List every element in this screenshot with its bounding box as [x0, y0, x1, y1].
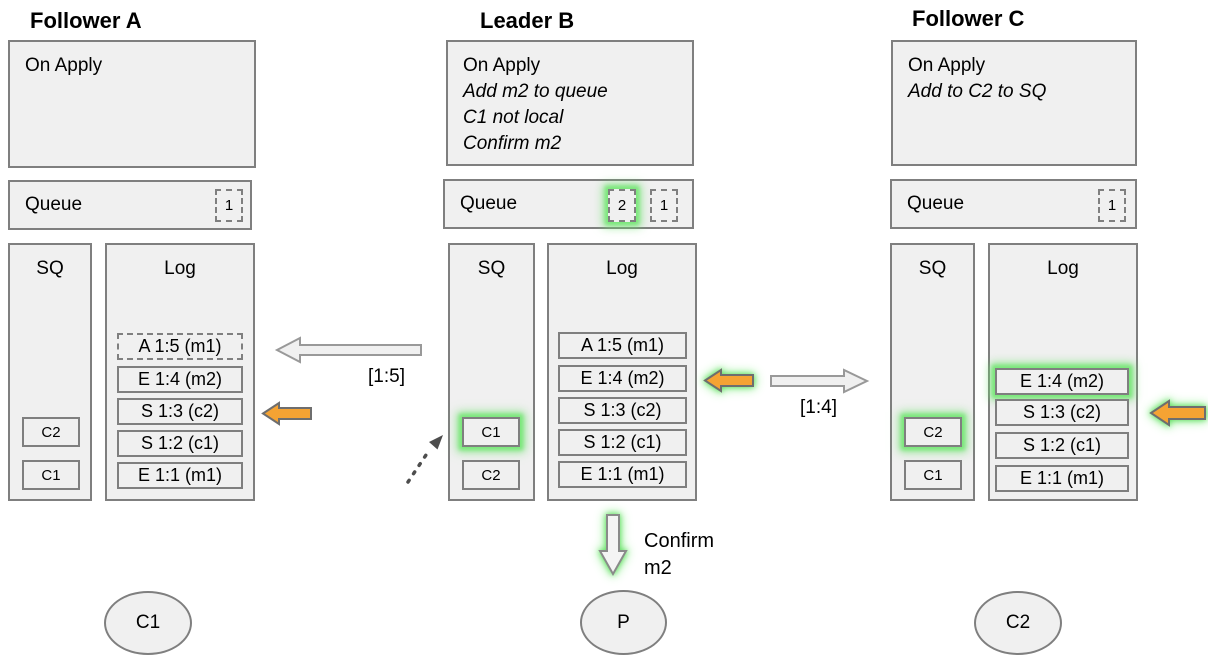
on-apply-note: Add m2 to queue: [463, 81, 608, 102]
log-entry: S 1:2 (c1): [995, 432, 1129, 459]
log-box-follower-a: Log A 1:5 (m1) E 1:4 (m2) S 1:3 (c2) S 1…: [105, 243, 255, 501]
on-apply-note: Confirm m2: [463, 133, 562, 154]
queue-slot-1: 1: [1098, 189, 1126, 222]
sq-box-leader-b: SQ C1 C2: [448, 243, 535, 501]
on-apply-box-follower-c: On Apply Add to C2 to SQ: [891, 40, 1137, 166]
log-entry: A 1:5 (m1): [558, 332, 687, 359]
apply-cursor-c-icon: [1149, 399, 1206, 427]
log-box-follower-c: Log E 1:4 (m2) S 1:3 (c2) S 1:2 (c1) E 1…: [988, 243, 1138, 501]
replicate-1-5-label: [1:5]: [368, 366, 405, 387]
log-label: Log: [164, 258, 196, 279]
on-apply-note: Add to C2 to SQ: [908, 81, 1047, 102]
log-entry: S 1:2 (c1): [117, 430, 243, 457]
on-apply-box-leader-b: On Apply Add m2 to queue C1 not local Co…: [446, 40, 694, 166]
sq-item-c1: C1: [904, 460, 962, 490]
sq-box-follower-a: SQ C2 C1: [8, 243, 92, 501]
sq-item-c1: C1: [22, 460, 80, 490]
sq-label: SQ: [918, 258, 947, 279]
log-entry: S 1:3 (c2): [117, 398, 243, 425]
replicate-1-4-label: [1:4]: [800, 397, 837, 418]
sq-box-follower-c: SQ C2 C1: [890, 243, 975, 501]
sq-item-c2: C2: [462, 460, 520, 490]
log-box-leader-b: Log A 1:5 (m1) E 1:4 (m2) S 1:3 (c2) S 1…: [547, 243, 697, 501]
on-apply-title: On Apply: [463, 55, 541, 76]
sq-item-c2: C2: [904, 417, 962, 447]
log-entry: E 1:1 (m1): [117, 462, 243, 489]
sq-insert-arrow-icon: [406, 435, 443, 484]
sq-item-c1: C1: [462, 417, 520, 447]
log-entry: S 1:2 (c1): [558, 429, 687, 456]
apply-cursor-a-icon: [261, 401, 312, 426]
replicate-1-4-arrow-icon: [770, 368, 870, 394]
on-apply-title: On Apply: [908, 55, 986, 76]
log-entry: S 1:3 (c2): [995, 399, 1129, 426]
log-label: Log: [1047, 258, 1079, 279]
log-entry: E 1:4 (m2): [558, 365, 687, 392]
queue-slot-1: 1: [650, 189, 678, 222]
sq-label: SQ: [36, 258, 64, 279]
sq-label: SQ: [477, 258, 506, 279]
log-entry: E 1:4 (m2): [995, 368, 1129, 395]
queue-label: Queue: [460, 193, 518, 214]
log-entry: E 1:1 (m1): [558, 461, 687, 488]
confirm-m2-label-line1: Confirm: [644, 530, 715, 552]
queue-box-follower-a: Queue 1: [8, 180, 252, 230]
log-entry: S 1:3 (c2): [558, 397, 687, 424]
client-node-c1: C1: [104, 591, 192, 655]
node-title-leader-b: Leader B: [480, 8, 575, 33]
on-apply-title: On Apply: [25, 55, 103, 76]
confirm-m2-arrow-icon: [598, 514, 628, 577]
log-entry: A 1:5 (m1): [117, 333, 243, 360]
confirm-m2-label-line2: m2: [644, 557, 672, 579]
client-node-p: P: [580, 590, 667, 655]
apply-cursor-b-icon: [703, 368, 754, 393]
queue-box-follower-c: Queue 1: [890, 179, 1137, 229]
confirm-m2-label: Confirm m2: [644, 528, 714, 582]
queue-label: Queue: [907, 193, 965, 214]
node-title-follower-a: Follower A: [30, 8, 142, 33]
log-entry: E 1:4 (m2): [117, 366, 243, 393]
on-apply-box-follower-a: On Apply: [8, 40, 256, 168]
queue-slot-1: 1: [215, 189, 243, 222]
node-title-follower-c: Follower C: [912, 6, 1025, 31]
queue-slot-2: 2: [608, 189, 636, 222]
on-apply-note: C1 not local: [463, 107, 564, 128]
client-node-c2: C2: [974, 591, 1062, 655]
log-label: Log: [606, 258, 638, 279]
replicate-1-5-arrow-icon: [274, 336, 422, 364]
queue-box-leader-b: Queue 2 1: [443, 179, 694, 229]
queue-label: Queue: [25, 194, 83, 215]
log-entry: E 1:1 (m1): [995, 465, 1129, 492]
sq-item-c2: C2: [22, 417, 80, 447]
